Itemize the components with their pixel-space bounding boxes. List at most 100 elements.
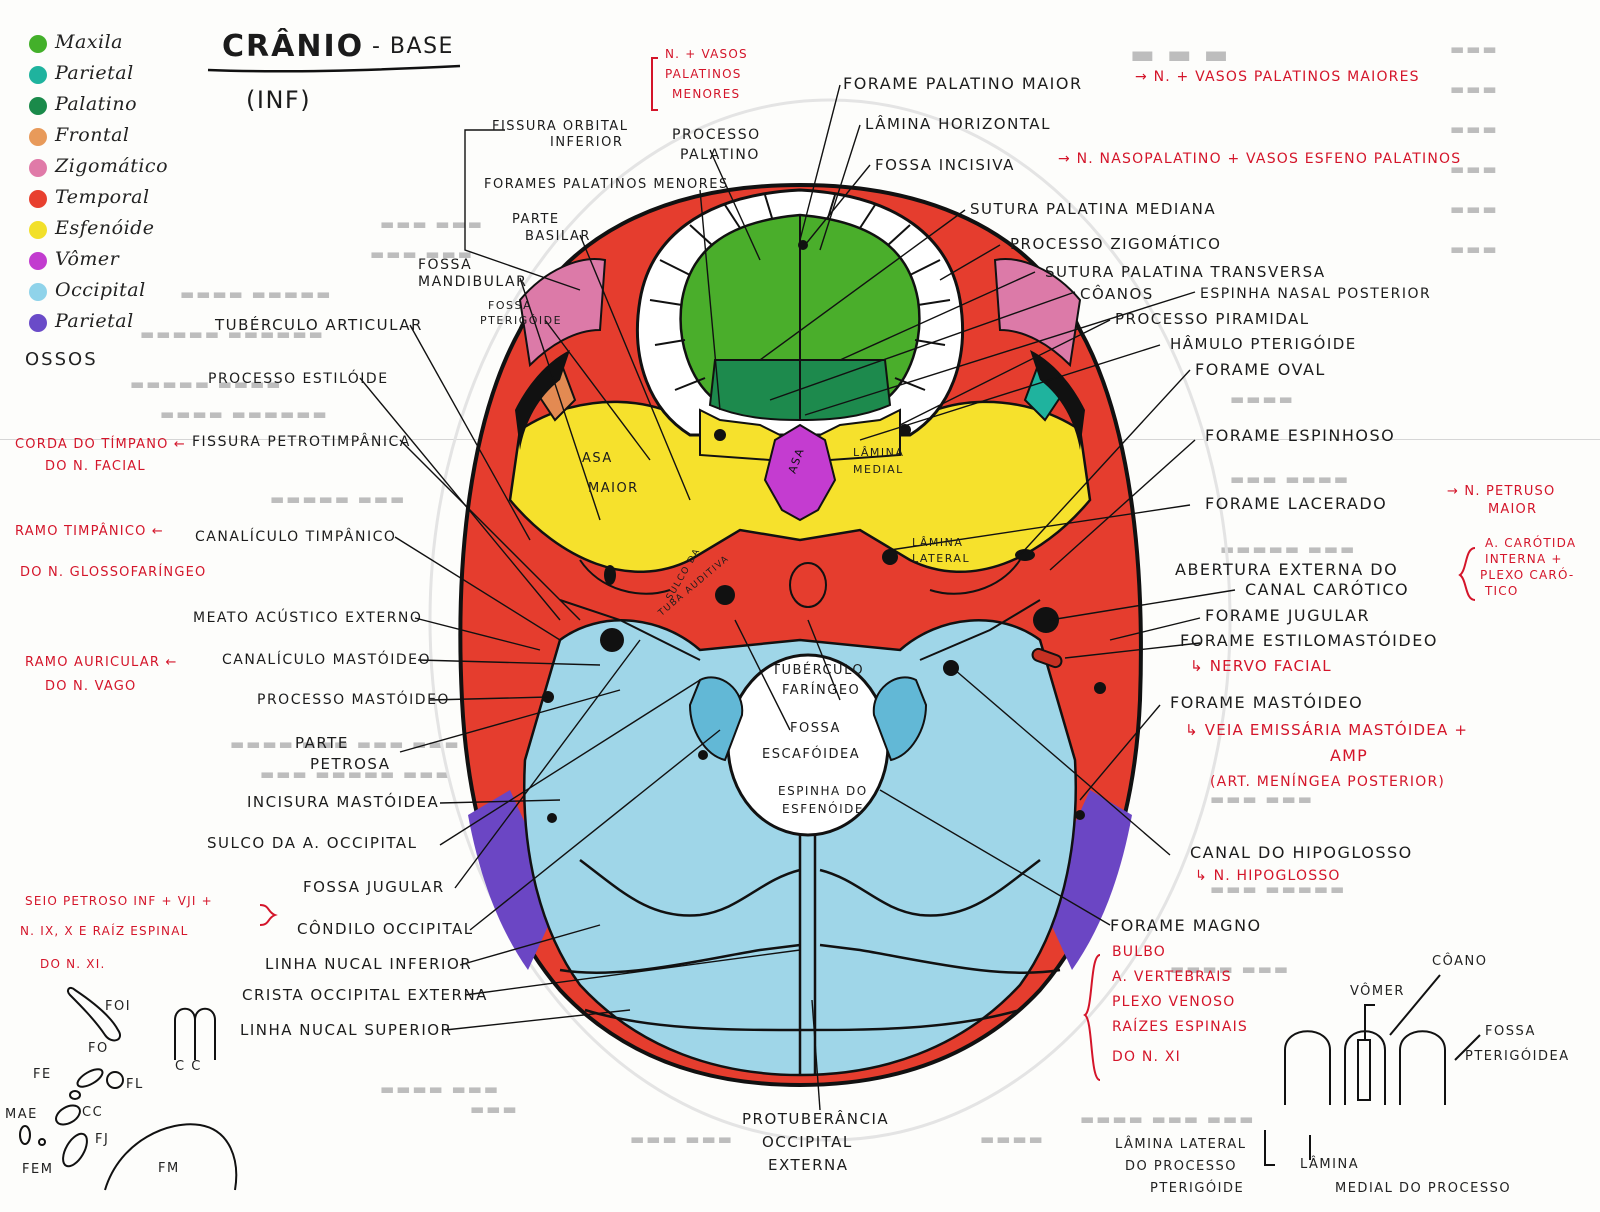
ghost-outline bbox=[428, 98, 1232, 1142]
label-fossa-mandibular-2: MANDIBULAR bbox=[418, 274, 528, 290]
note-ramo-timpanico-1: RAMO TIMPÂNICO ← bbox=[15, 524, 164, 539]
mini-label-fj: FJ bbox=[95, 1132, 110, 1147]
mini-label-fem: FEM bbox=[22, 1162, 54, 1177]
note-petroso-maior-1: → N. PETRUSO bbox=[1447, 484, 1556, 499]
legend-label: Parietal bbox=[55, 62, 134, 84]
label-coanos: CÔANOS bbox=[1080, 285, 1154, 303]
label-lamina-medial-2: MEDIAL bbox=[853, 463, 904, 476]
condyle-right bbox=[872, 676, 928, 762]
label-fossa-escafoidea-2: ESCAFÓIDEA bbox=[762, 747, 861, 762]
page-subtitle: (INF) bbox=[246, 86, 312, 114]
mini-label-fossa-1: FOSSA bbox=[1485, 1024, 1536, 1039]
label-canal-hipoglosso: CANAL DO HIPOGLOSSO bbox=[1190, 843, 1413, 862]
label-fissura-orbital-2: INFERIOR bbox=[550, 135, 624, 150]
vomer-bone bbox=[763, 423, 837, 522]
label-fissura-orbital-1: FISSURA ORBITAL bbox=[492, 119, 629, 134]
mini-label-foi: FOI bbox=[105, 999, 132, 1014]
zygomatic-left bbox=[518, 258, 607, 368]
label-espinha-nasal-posterior: ESPINHA NASAL POSTERIOR bbox=[1200, 286, 1432, 302]
mini-label-fo: FO bbox=[88, 1041, 109, 1056]
petrous-lines bbox=[559, 559, 1041, 661]
legend-label: Maxila bbox=[55, 31, 123, 53]
legend-label: Esfenóide bbox=[55, 217, 155, 239]
note-veia-emissaria-2: AMP bbox=[1330, 746, 1368, 765]
red-braces bbox=[259, 57, 1476, 1081]
note-hipoglosso: ↳ N. HIPOGLOSSO bbox=[1195, 868, 1341, 884]
legend-swatch-frontal bbox=[29, 128, 47, 146]
stylomastoid-process bbox=[1031, 647, 1063, 669]
label-asa-maior-1: ASA bbox=[582, 451, 613, 466]
orbital-fissure-left bbox=[515, 350, 570, 450]
legend-label: Parietal bbox=[55, 310, 134, 332]
label-espinha-esfenoide-1: ESPINHA DO bbox=[778, 784, 868, 798]
label-condilo-occipital: CÔNDILO OCCIPITAL bbox=[297, 920, 474, 938]
label-forames-palatinos-menores: FORAMES PALATINOS MENORES bbox=[484, 177, 729, 192]
legend-footer: OSSOS bbox=[25, 349, 98, 370]
legend-swatch-parietal-2 bbox=[29, 314, 47, 332]
label-fossa-jugular: FOSSA JUGULAR bbox=[303, 878, 445, 896]
note-bulbo: BULBO bbox=[1112, 944, 1167, 960]
note-seio-petroso-3: DO N. XI. bbox=[40, 957, 106, 971]
label-espinha-esfenoide-2: ESFENÓIDE bbox=[782, 802, 864, 816]
label-sulco-occipital: SULCO DA A. OCCIPITAL bbox=[207, 834, 418, 852]
mini-label-fossa-2: PTERIGÓIDEA bbox=[1465, 1049, 1570, 1064]
note-seio-petroso-1: SEIO PETROSO INF + VJI + bbox=[25, 894, 213, 908]
mini-label-lamina-lateral-3: PTERIGÓIDE bbox=[1150, 1181, 1245, 1196]
legend-label: Frontal bbox=[55, 124, 130, 146]
label-lamina-medial-1: LÂMINA bbox=[853, 446, 905, 459]
mini-diagram-left bbox=[19, 986, 238, 1191]
note-vasos-palatinos-menores-2: PALATINOS bbox=[665, 67, 742, 81]
parietal-right bbox=[1040, 790, 1132, 970]
legend-swatch-esfenoide bbox=[29, 221, 47, 239]
label-forame-oval: FORAME OVAL bbox=[1195, 360, 1326, 379]
label-incisura-mastoidea: INCISURA MASTÓIDEA bbox=[247, 793, 440, 811]
condyle-left bbox=[688, 676, 744, 762]
page-title: CRÂNIO bbox=[222, 29, 365, 64]
orbital-fissure-right bbox=[1030, 350, 1085, 450]
label-crista-occipital: CRISTA OCCIPITAL EXTERNA bbox=[242, 986, 488, 1004]
legend-swatch-temporal bbox=[29, 190, 47, 208]
label-hamulo-pterigoide: HÂMULO PTERIGÓIDE bbox=[1170, 335, 1357, 353]
mini-label-cc-top: C C bbox=[175, 1059, 202, 1074]
mini-label-coano: CÔANO bbox=[1432, 954, 1488, 969]
label-asa-maior-2: MAIOR bbox=[588, 481, 639, 496]
label-protuberancia-3: EXTERNA bbox=[768, 1156, 849, 1174]
mini-label-vomer: VÔMER bbox=[1350, 984, 1405, 999]
label-forame-jugular: FORAME JUGULAR bbox=[1205, 606, 1371, 625]
legend-label: Vômer bbox=[55, 248, 120, 270]
label-fossa-pterigoide-1: FOSSA bbox=[488, 299, 533, 312]
page-title-suffix: - BASE bbox=[372, 34, 454, 59]
note-seio-petroso-2: N. IX, X e RAÍZ ESPINAL bbox=[20, 924, 189, 938]
label-protuberancia-2: OCCIPITAL bbox=[762, 1133, 853, 1151]
note-raizes-espinais: RAÍZES ESPINAIS bbox=[1112, 1019, 1249, 1035]
mini-label-fe: FE bbox=[33, 1067, 52, 1082]
legend-label: Palatino bbox=[55, 93, 138, 115]
label-meato-acustico: MEATO ACÚSTICO EXTERNO bbox=[193, 610, 423, 626]
label-lamina-lateral-1: LÂMINA bbox=[912, 536, 964, 549]
label-processo-piramidal: PROCESSO PIRAMIDAL bbox=[1115, 310, 1310, 328]
label-tuberculo-faringeo-2: FARÍNGEO bbox=[782, 683, 861, 698]
note-vertebrais: A. VERTEBRAIS bbox=[1112, 969, 1232, 985]
label-abertura-canal-2: CANAL CARÓTICO bbox=[1245, 580, 1410, 599]
label-forame-palatino-maior: FORAME PALATINO MAIOR bbox=[843, 74, 1083, 93]
parietal-left bbox=[468, 790, 560, 970]
note-ramo-auricular-2: DO N. VAGO bbox=[45, 679, 137, 694]
label-parte-petrosa-2: PETROSA bbox=[310, 755, 391, 773]
label-linha-nucal-inferior: LINHA NUCAL INFERIOR bbox=[265, 955, 473, 973]
basilar-tubercle bbox=[789, 562, 827, 608]
legend-label: Occipital bbox=[55, 279, 146, 301]
leader-lines bbox=[359, 84, 1236, 1111]
label-forame-mastoideo: FORAME MASTÓIDEO bbox=[1170, 693, 1364, 712]
note-plexo-venoso: PLEXO VENOSO bbox=[1112, 994, 1236, 1010]
label-canaliculo-timpanico: CANALÍCULO TIMPÂNICO bbox=[195, 529, 397, 545]
label-fossa-escafoidea-1: FOSSA bbox=[790, 721, 841, 736]
mini-label-lamina-lateral-1: LÂMINA LATERAL bbox=[1115, 1137, 1247, 1152]
label-parte-petrosa-1: PARTE bbox=[295, 734, 349, 752]
note-petroso-maior-2: MAIOR bbox=[1488, 502, 1538, 517]
mini-diagram-right bbox=[1264, 974, 1481, 1166]
label-canaliculo-mastoideo: CANALÍCULO MASTÓIDEO bbox=[222, 652, 432, 668]
note-veia-emissaria-1: ↳ VEIA EMISSÁRIA MASTÓIDEA + bbox=[1185, 721, 1469, 739]
mini-label-mae: MAE bbox=[5, 1107, 38, 1122]
label-tuberculo-faringeo-1: TUBÉRCULO bbox=[772, 663, 865, 678]
